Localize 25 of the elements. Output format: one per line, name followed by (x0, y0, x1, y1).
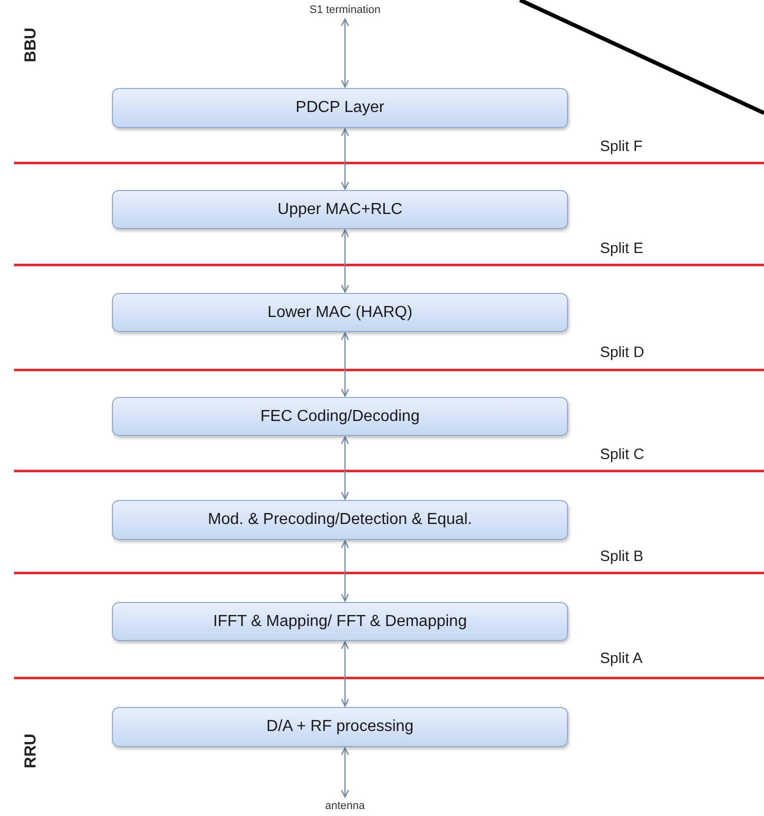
layer-box: Mod. & Precoding/Detection & Equal. (112, 500, 568, 540)
split-label: Split D (600, 344, 644, 361)
layer-box: IFFT & Mapping/ FFT & Demapping (112, 602, 568, 641)
endpoint-text: antenna (325, 798, 365, 814)
double-arrow (341, 436, 349, 500)
double-arrow (341, 641, 349, 707)
double-arrow (341, 540, 349, 602)
layer-box: FEC Coding/Decoding (112, 397, 568, 436)
unit-label: BBU (22, 28, 40, 62)
unit-label: RRU (22, 734, 40, 768)
split-label: Split F (600, 138, 643, 155)
layer-box: PDCP Layer (112, 88, 568, 128)
split-label: Split A (600, 650, 643, 667)
double-arrow (341, 747, 349, 798)
double-arrow (341, 128, 349, 190)
endpoint-text: S1 termination (310, 2, 380, 18)
double-arrow (341, 332, 349, 397)
split-label: Split E (600, 240, 644, 257)
split-label: Split C (600, 446, 644, 463)
double-arrow (341, 229, 349, 293)
layer-box: Upper MAC+RLC (112, 190, 568, 229)
double-arrow (341, 18, 349, 88)
split-label: Split B (600, 548, 644, 565)
layer-box: D/A + RF processing (112, 707, 568, 747)
layer-box: Lower MAC (HARQ) (112, 293, 568, 332)
